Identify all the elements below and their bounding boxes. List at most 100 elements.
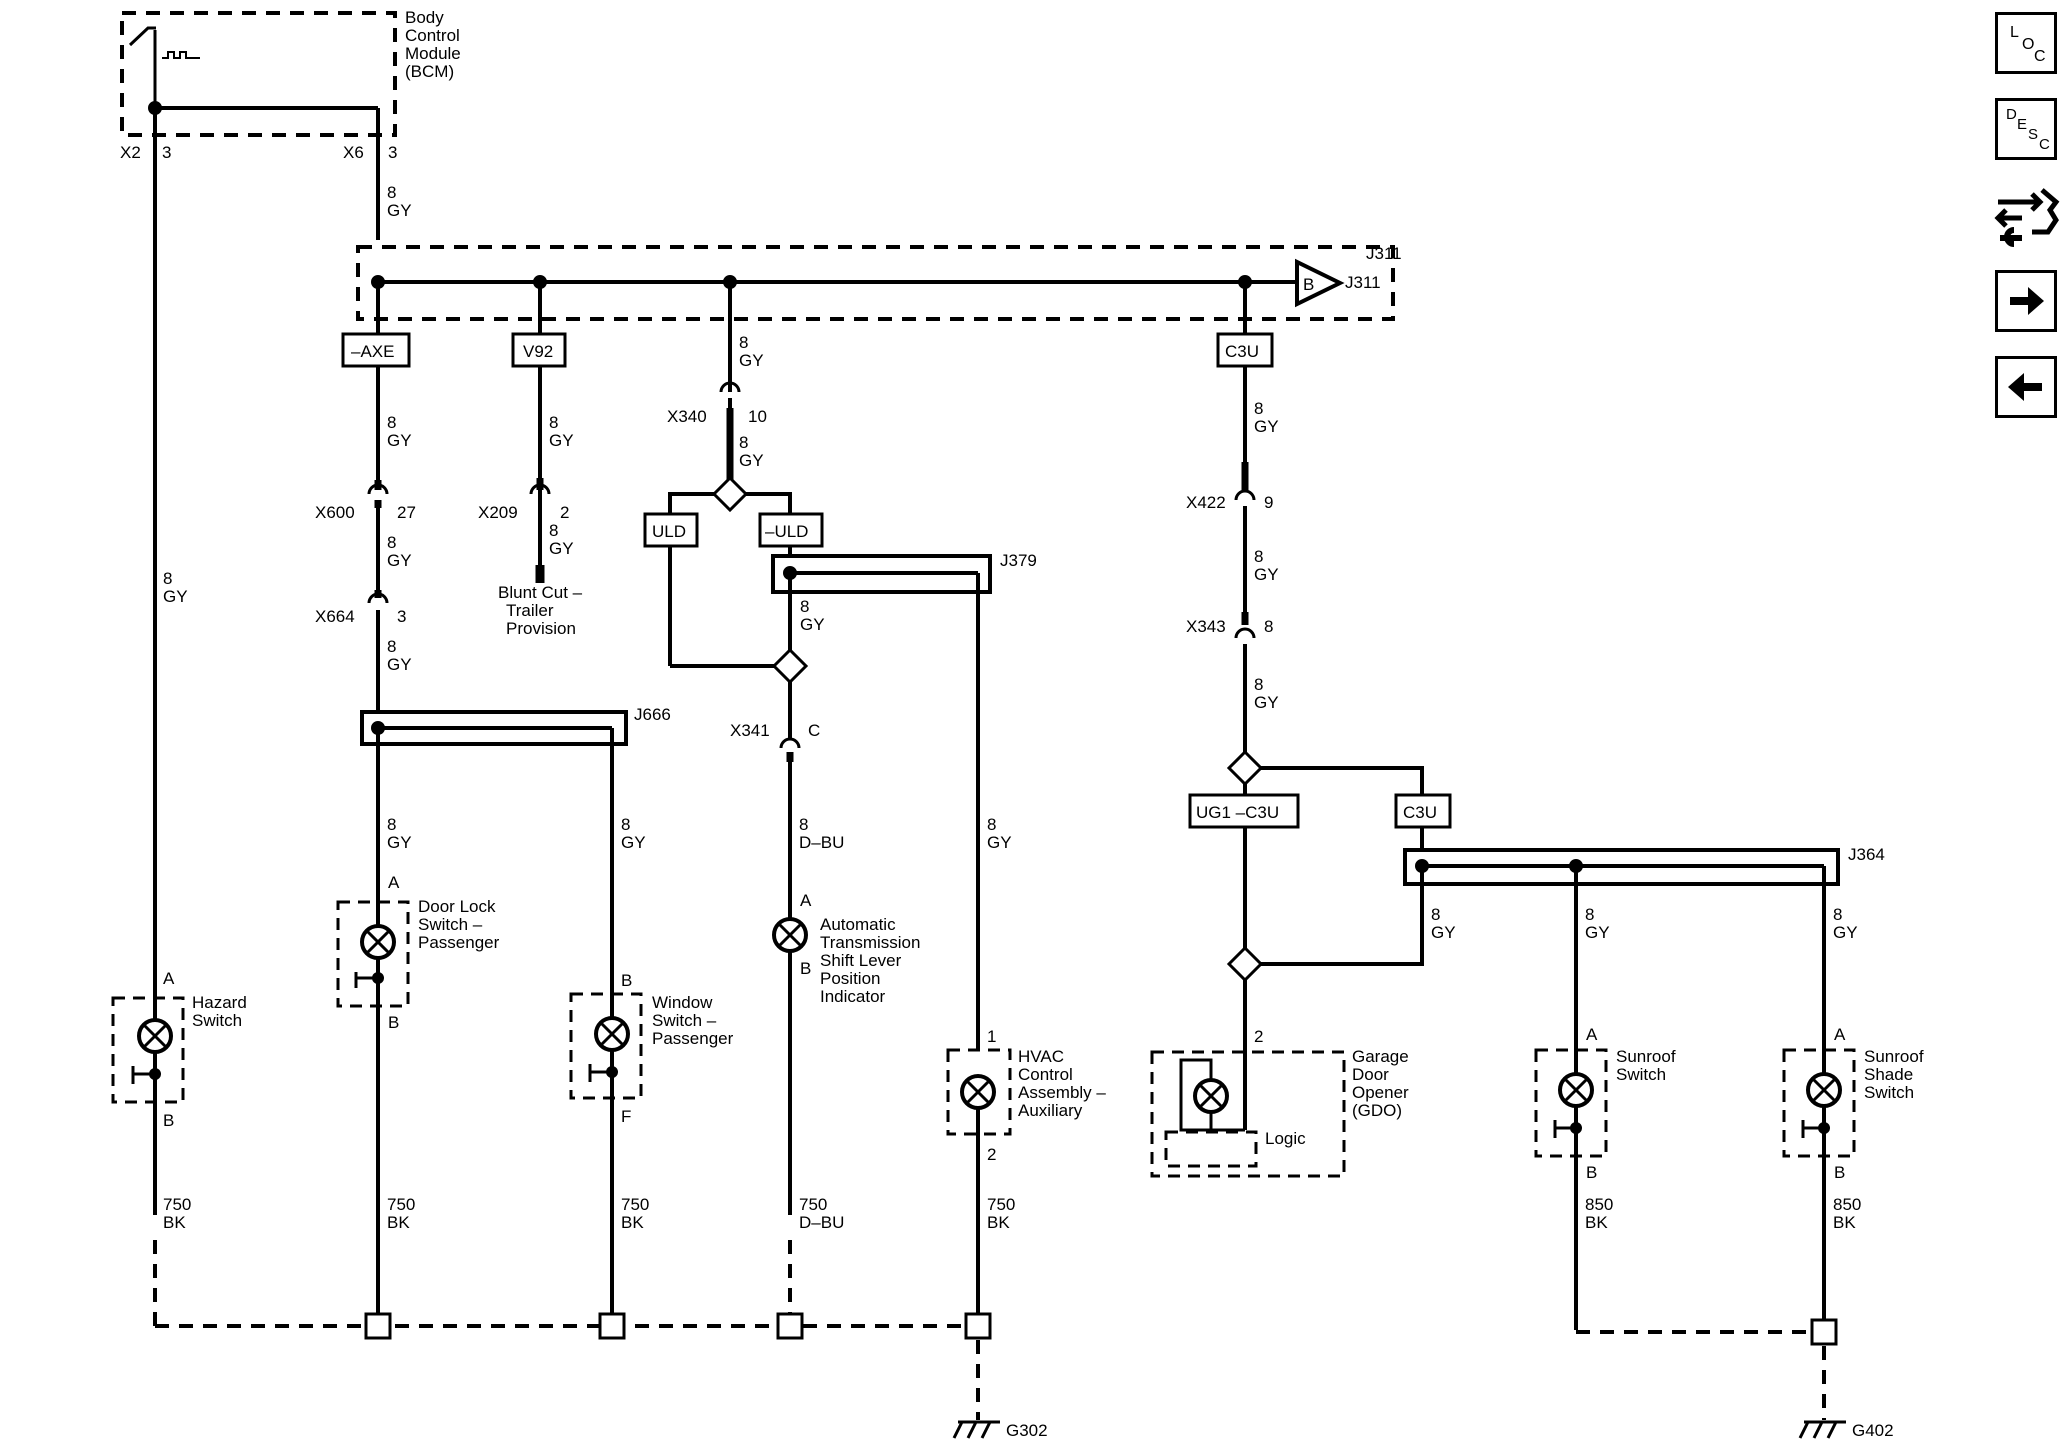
pin-B: B bbox=[621, 971, 632, 990]
wire-size: 8 bbox=[387, 637, 396, 656]
pin-x209: 2 bbox=[560, 503, 569, 522]
wire-size: 750 bbox=[799, 1195, 827, 1214]
desc-letter-4: C bbox=[2039, 136, 2050, 153]
sunroof-shade-line1: Sunroof bbox=[1864, 1047, 1924, 1066]
hvac-line1: HVAC bbox=[1018, 1047, 1064, 1066]
pin-x343: 8 bbox=[1264, 617, 1273, 636]
trans-line2: Transmission bbox=[820, 933, 920, 952]
wire-size: 8 bbox=[739, 333, 748, 352]
wire-color: GY bbox=[1833, 923, 1858, 942]
bcm-module-box bbox=[120, 11, 397, 137]
wire-color: GY bbox=[1254, 417, 1279, 436]
option-uld: ULD bbox=[652, 522, 686, 541]
pin-F: F bbox=[621, 1107, 631, 1126]
bcm-label-line2: Control bbox=[405, 26, 460, 45]
wire-size: 8 bbox=[387, 533, 396, 552]
j666-label: J666 bbox=[634, 705, 671, 724]
gdo-line1: Garage bbox=[1352, 1047, 1409, 1066]
wire-size: 8 bbox=[621, 815, 630, 834]
trans-line5: Indicator bbox=[820, 987, 886, 1006]
wire-color: GY bbox=[163, 587, 188, 606]
door-lock-line3: Passenger bbox=[418, 933, 500, 952]
pin-x664: 3 bbox=[397, 607, 406, 626]
pin-A: A bbox=[163, 969, 175, 988]
wire-color: GY bbox=[1585, 923, 1610, 942]
connector-x600: X600 bbox=[315, 503, 355, 522]
bcm-label-line4: (BCM) bbox=[405, 62, 454, 81]
loc-button[interactable]: L O C bbox=[1995, 12, 2057, 74]
wire-size: 8 bbox=[739, 433, 748, 452]
splice-diamond-uld bbox=[711, 475, 749, 513]
hazard-line1: Hazard bbox=[192, 993, 247, 1012]
connector-x209: X209 bbox=[478, 503, 518, 522]
door-lock-line2: Switch – bbox=[418, 915, 483, 934]
blunt-cut-line2: Trailer bbox=[506, 601, 554, 620]
pin-1: 1 bbox=[987, 1027, 996, 1046]
wire-size: 8 bbox=[549, 521, 558, 540]
hazard-switch-box bbox=[111, 996, 185, 1104]
gdo-line4: (GDO) bbox=[1352, 1101, 1402, 1120]
option-v92-box bbox=[511, 332, 567, 368]
option-c3u: C3U bbox=[1225, 342, 1259, 361]
option-c3u-low: C3U bbox=[1403, 803, 1437, 822]
wire-color: GY bbox=[387, 655, 412, 674]
desc-button[interactable]: D E S C bbox=[1995, 98, 2057, 160]
pin-x600: 27 bbox=[397, 503, 416, 522]
ground-g302-label: G302 bbox=[1006, 1421, 1048, 1440]
connector-x6: X6 bbox=[343, 143, 364, 162]
bcm-label-line1: Body bbox=[405, 8, 444, 27]
wire-color: D–BU bbox=[799, 1213, 844, 1232]
wire-color: BK bbox=[1833, 1213, 1856, 1232]
sunroof-shade-line3: Switch bbox=[1864, 1083, 1914, 1102]
connector-end-view-icon[interactable] bbox=[1992, 180, 2062, 250]
pin-x422: 9 bbox=[1264, 493, 1273, 512]
pin-B: B bbox=[388, 1013, 399, 1032]
j311-label: J311 bbox=[1366, 244, 1402, 263]
option-nuld: –ULD bbox=[765, 522, 808, 541]
trans-line1: Automatic bbox=[820, 915, 896, 934]
pin-x6: 3 bbox=[388, 143, 397, 162]
pin-B: B bbox=[163, 1111, 174, 1130]
pin-A: A bbox=[388, 873, 400, 892]
j311-reference-arrow bbox=[1295, 258, 1345, 308]
connector-x341: X341 bbox=[730, 721, 770, 740]
pin-A: A bbox=[800, 891, 812, 910]
pin-x340: 10 bbox=[748, 407, 767, 426]
arrow-left-icon bbox=[2008, 373, 2042, 401]
wire-color: GY bbox=[1254, 565, 1279, 584]
hvac-line2: Control bbox=[1018, 1065, 1073, 1084]
loc-letter-3: C bbox=[2034, 48, 2046, 65]
ground-g402-label: G402 bbox=[1852, 1421, 1894, 1440]
previous-page-button[interactable] bbox=[1995, 356, 2057, 418]
wire-color: GY bbox=[1254, 693, 1279, 712]
wire-size: 8 bbox=[387, 413, 396, 432]
next-page-button[interactable] bbox=[1995, 270, 2057, 332]
j364-label: J364 bbox=[1848, 845, 1885, 864]
gdo-box bbox=[1150, 1050, 1346, 1178]
option-ug1: UG1 –C3U bbox=[1196, 803, 1279, 822]
pin-2: 2 bbox=[1254, 1027, 1263, 1046]
desc-letter-1: D bbox=[2006, 106, 2017, 123]
wire-size: 8 bbox=[1833, 905, 1842, 924]
hvac-box bbox=[946, 1048, 1012, 1136]
sunroof-switch-box bbox=[1534, 1048, 1608, 1158]
hvac-line4: Auxiliary bbox=[1018, 1101, 1083, 1120]
wire-size: 8 bbox=[549, 413, 558, 432]
wire-color: GY bbox=[739, 451, 764, 470]
connector-x664: X664 bbox=[315, 607, 355, 626]
wire-size: 8 bbox=[1254, 675, 1263, 694]
wire-size: 850 bbox=[1585, 1195, 1613, 1214]
pin-B: B bbox=[1834, 1163, 1845, 1182]
desc-letter-2: E bbox=[2017, 116, 2027, 133]
sunroof-line1: Sunroof bbox=[1616, 1047, 1676, 1066]
wire-size: 8 bbox=[800, 597, 809, 616]
door-lock-switch-box bbox=[336, 900, 410, 1008]
pin-x341: C bbox=[808, 721, 820, 740]
splice-diamond-c3u bbox=[1226, 749, 1264, 787]
wire-size: 8 bbox=[1254, 547, 1263, 566]
option-nuld-box bbox=[758, 512, 824, 548]
wire-color: GY bbox=[387, 833, 412, 852]
trans-line4: Position bbox=[820, 969, 880, 988]
wire-color: GY bbox=[387, 551, 412, 570]
